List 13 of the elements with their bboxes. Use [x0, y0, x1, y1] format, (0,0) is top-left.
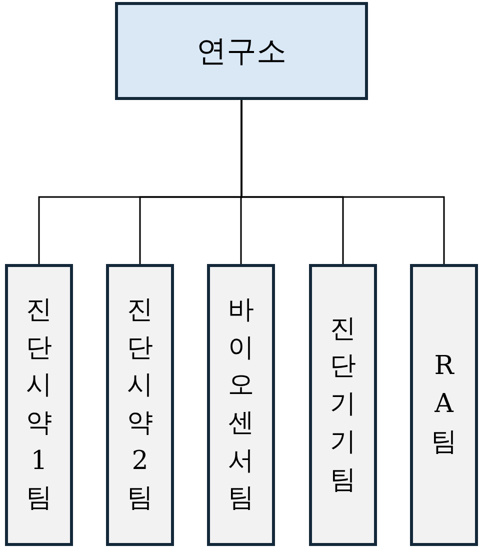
team-name: RA팀 — [431, 350, 457, 459]
team-box — [309, 264, 377, 546]
org-box — [115, 2, 368, 100]
team-box — [410, 264, 478, 546]
team-name: 바이오센서팀 — [228, 294, 254, 516]
team-box — [5, 264, 73, 546]
org-title: 연구소 — [196, 32, 286, 70]
team-box — [207, 264, 275, 546]
team-name: 진단시약1팀 — [26, 294, 52, 516]
team-name: 진단기기팀 — [330, 312, 356, 497]
team-box — [106, 264, 174, 546]
connector-line — [240, 100, 445, 264]
team-name: 진단시약2팀 — [127, 294, 153, 516]
